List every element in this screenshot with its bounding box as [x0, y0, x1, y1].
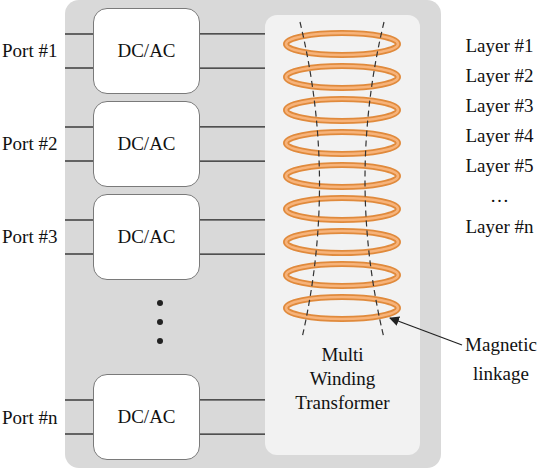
- converter-label: DC/AC: [117, 225, 175, 249]
- layer-label: Layer #4: [450, 121, 549, 150]
- port-label: Port #3: [2, 222, 66, 251]
- converter-label: DC/AC: [117, 132, 175, 156]
- layer-label: Layer #1: [450, 31, 549, 60]
- converter-box: DC/AC: [93, 101, 200, 187]
- winding-wire: [200, 161, 265, 162]
- winding-wire: [200, 33, 265, 34]
- callout-label: Magnetic linkage: [455, 330, 547, 388]
- converter-box: DC/AC: [93, 374, 200, 460]
- winding-wire: [200, 126, 265, 127]
- winding-wire: [200, 399, 265, 400]
- port-label: Port #n: [2, 403, 66, 432]
- winding-wire: [200, 219, 265, 220]
- layer-label: Layer #n: [450, 212, 549, 241]
- port-label: Port #1: [2, 36, 66, 65]
- winding-wire: [200, 68, 265, 69]
- converter-box: DC/AC: [93, 194, 200, 280]
- port-wires: [65, 34, 93, 434]
- port-label: Port #2: [2, 129, 66, 158]
- layer-label: Layer #3: [450, 91, 549, 120]
- converter-box: DC/AC: [93, 8, 200, 94]
- layer-label: Layer #2: [450, 61, 549, 90]
- winding-wire: [200, 254, 265, 255]
- outer-housing: [65, 0, 441, 468]
- winding-wire: [200, 434, 265, 435]
- continuation-dots: [157, 300, 163, 344]
- converter-label: DC/AC: [117, 39, 175, 63]
- converter-label: DC/AC: [117, 405, 175, 429]
- layer-ellipsis: …: [450, 181, 549, 210]
- layer-label: Layer #5: [450, 151, 549, 180]
- transformer-label: Multi Winding Transformer: [292, 343, 393, 415]
